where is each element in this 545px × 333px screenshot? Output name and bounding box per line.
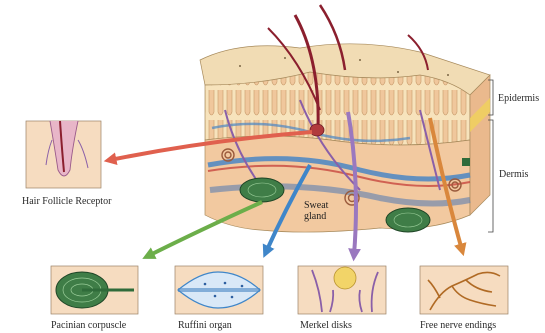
skin-side-face: [470, 75, 490, 215]
merkel-disks-label: Merkel disks: [300, 320, 352, 331]
hair-follicle-inset: [26, 121, 101, 188]
hair-follicle-receptor-label: Hair Follicle Receptor: [22, 196, 111, 207]
sweat-gland-label-line2: gland: [304, 211, 326, 222]
free-nerve-endings-label: Free nerve endings: [420, 320, 496, 331]
pacinian-corpuscle-label: Pacinian corpuscle: [51, 320, 126, 331]
sweat-gland-label-line1: Sweat: [304, 200, 328, 211]
epidermis-layer: [205, 72, 470, 145]
pacinian-inset: [51, 266, 138, 314]
ruffini-organ-label: Ruffini organ: [178, 320, 232, 331]
pacinian-corpuscle-in-skin: [240, 178, 284, 202]
dermis-label: Dermis: [499, 169, 528, 180]
epidermis-label: Epidermis: [498, 93, 539, 104]
ruffini-inset: [175, 266, 263, 314]
merkel-inset: [298, 266, 386, 314]
free-nerve-inset: [420, 266, 508, 314]
